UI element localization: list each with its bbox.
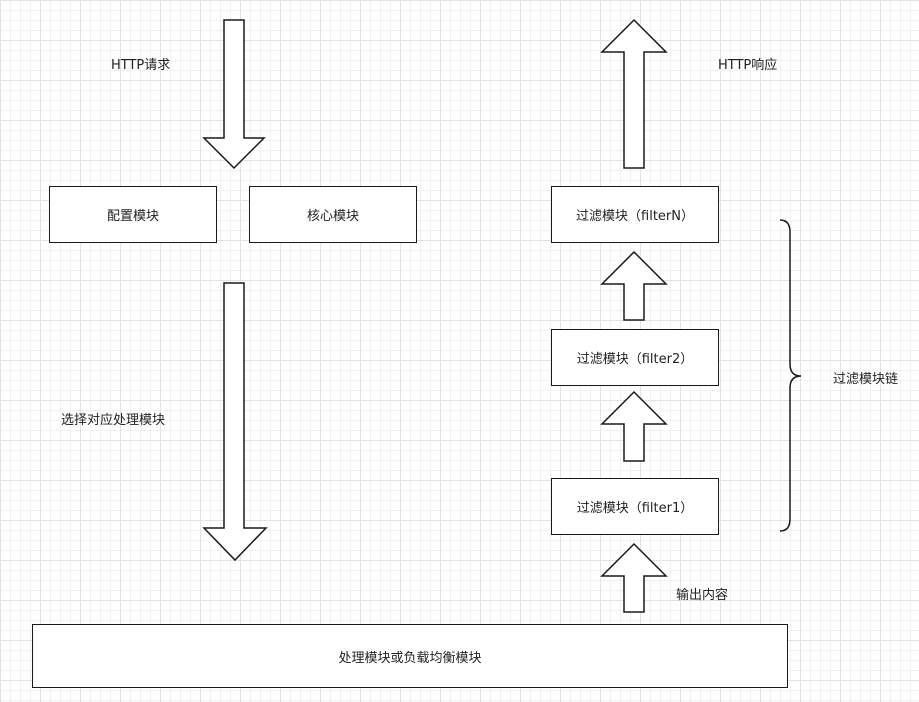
filter-chain-brace	[779, 219, 802, 532]
handler-module-label: 处理模块或负载均衡模块	[338, 650, 482, 666]
config-module-label: 配置模块	[106, 209, 159, 224]
filter-chain-label: 过滤模块链	[833, 372, 899, 387]
http-response-up-arrow	[600, 18, 668, 169]
select-handler-down-arrow	[202, 282, 268, 562]
config-module-box: 配置模块	[49, 186, 217, 243]
output-up-arrow	[600, 542, 668, 613]
filter1-to-filter2-up-arrow	[600, 390, 668, 462]
filter-n-label: 过滤模块（filterN）	[576, 209, 694, 224]
http-request-label: HTTP请求	[111, 58, 171, 73]
select-handler-label: 选择对应处理模块	[61, 413, 166, 428]
filter-1-label: 过滤模块（filter1）	[576, 501, 694, 516]
filter-2-label: 过滤模块（filter2）	[576, 352, 694, 367]
core-module-box: 核心模块	[249, 186, 417, 243]
output-content-label: 输出内容	[676, 588, 729, 603]
filter-2-box: 过滤模块（filter2）	[551, 329, 719, 386]
filter-n-box: 过滤模块（filterN）	[551, 186, 719, 243]
filter2-to-filterN-up-arrow	[600, 250, 668, 321]
filter-1-box: 过滤模块（filter1）	[551, 478, 719, 535]
core-module-label: 核心模块	[306, 209, 359, 224]
http-response-label: HTTP响应	[718, 58, 778, 73]
handler-module-box: 处理模块或负载均衡模块	[32, 624, 788, 688]
http-request-down-arrow	[202, 19, 266, 170]
